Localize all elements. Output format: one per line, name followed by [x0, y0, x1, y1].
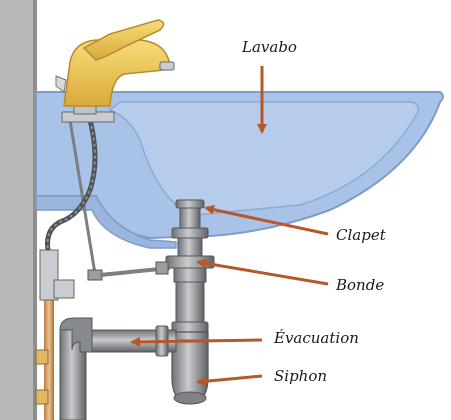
- wall: [0, 0, 37, 420]
- arrow-evacuation: [130, 336, 263, 347]
- label-lavabo: Lavabo: [242, 38, 297, 56]
- basin: [35, 91, 444, 249]
- label-bonde: Bonde: [336, 276, 385, 294]
- label-clapet: Clapet: [336, 226, 386, 244]
- arrow-siphon: [196, 374, 263, 387]
- faucet: [55, 19, 175, 123]
- label-evacuation: Évacuation: [274, 329, 359, 347]
- evacuation-pipe: [59, 317, 177, 420]
- arrows: [130, 66, 329, 387]
- arrow-bonde: [196, 258, 329, 286]
- label-siphon: Siphon: [274, 367, 328, 385]
- water-supply: [35, 119, 98, 420]
- arrow-clapet: [204, 204, 329, 236]
- drain-assembly: [165, 199, 215, 333]
